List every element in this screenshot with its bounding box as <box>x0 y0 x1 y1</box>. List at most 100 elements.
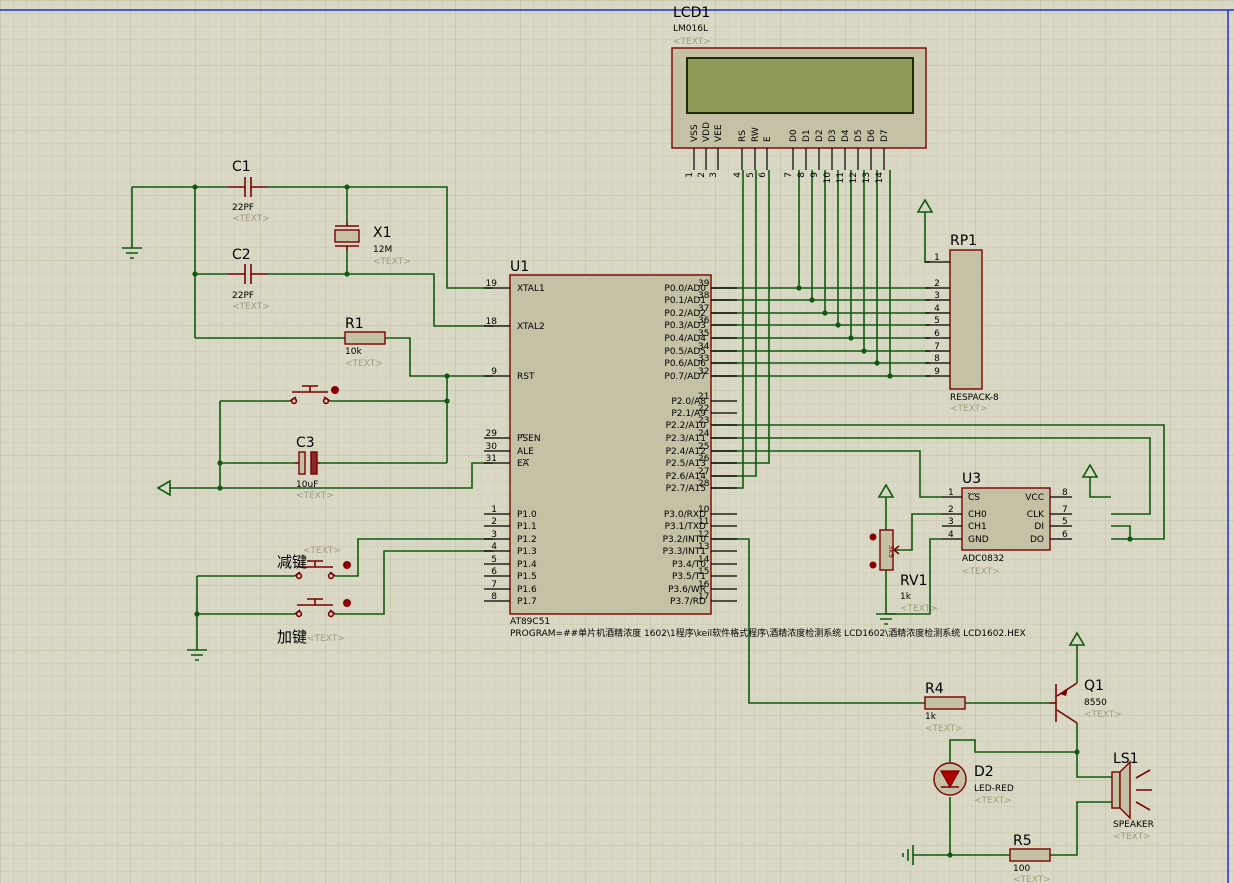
mcu-pin-number: 3 <box>491 530 497 540</box>
d2-value: LED-RED <box>974 784 1014 794</box>
mcu-pin-name: P1.0 <box>517 510 537 520</box>
lcd-pin-name: D1 <box>802 129 812 142</box>
c3-placeholder: <TEXT> <box>296 491 334 501</box>
q1-ref: Q1 <box>1084 678 1104 694</box>
lcd-pin-name: D3 <box>828 129 838 142</box>
mcu-pin-number: 12 <box>698 530 709 540</box>
c1-ref: C1 <box>232 159 251 175</box>
r5-value: 100 <box>1013 864 1030 874</box>
rv1-potentiometer[interactable] <box>869 529 900 571</box>
mcu-pin-name: P2.7/A15 <box>666 484 706 494</box>
adc-pin-number: 1 <box>948 488 954 498</box>
adc-pin-name: DO <box>1030 535 1044 545</box>
mcu-pin-name: P0.5/AD5 <box>664 347 706 357</box>
lcd-model: LM016L <box>673 24 708 34</box>
r5-resistor[interactable] <box>1009 848 1051 862</box>
mcu-pin-number: 21 <box>698 392 709 402</box>
x1-crystal[interactable] <box>334 222 360 250</box>
mcu-program: PROGRAM=##单片机酒精浓度 1602\1程序\keil软件格式程序\酒精… <box>510 627 1026 639</box>
adc-pin-number: 3 <box>948 517 954 527</box>
mcu-pin-number: 13 <box>698 542 709 552</box>
mcu-pin-name: P1.7 <box>517 597 537 607</box>
lcd-placeholder: <TEXT> <box>673 37 711 47</box>
mcu-pin-name: XTAL1 <box>517 284 545 294</box>
adc-pin-name: DI <box>1034 522 1044 532</box>
mcu-pin-name: P0.4/AD4 <box>664 334 706 344</box>
rp1-pin-number: 4 <box>934 304 940 314</box>
rp1-ref: RP1 <box>950 233 977 249</box>
lcd-component[interactable]: VSS1VDD2VEE3RS4RW5E6D07D18D29D310D411D51… <box>671 47 927 183</box>
mcu-pin-name: PSEN <box>517 434 541 444</box>
c1-value: 22PF <box>232 203 254 213</box>
mcu-pin-name: P0.6/AD6 <box>664 359 706 369</box>
rv1-ref: RV1 <box>900 573 927 589</box>
lcd-pin-name: D0 <box>789 129 799 142</box>
mcu-pin-name: P3.7/RD <box>670 597 706 607</box>
rp1-model: RESPACK-8 <box>950 393 999 403</box>
minus-button-label: 减键 <box>277 553 307 571</box>
mcu-pin-name: P3.2/INT0 <box>663 535 707 545</box>
adc-placeholder: <TEXT> <box>962 567 1000 577</box>
c3-capacitor[interactable] <box>295 451 320 475</box>
r4-resistor[interactable] <box>924 696 966 710</box>
lcd-pin-number: 5 <box>746 172 756 178</box>
reset-button[interactable] <box>289 385 339 405</box>
lcd-pin-name: D5 <box>854 129 864 142</box>
mcu-pin-number: 32 <box>698 367 709 377</box>
mcu-pin-number: 22 <box>698 404 709 414</box>
mcu-pin-name: P0.3/AD3 <box>664 321 706 331</box>
mcu-pin-number: 24 <box>698 429 710 439</box>
mcu-pin-number: 25 <box>698 442 709 452</box>
plus-button[interactable] <box>294 598 351 618</box>
adc-pin-name: CLK <box>1027 510 1045 520</box>
lcd-pin-name: D6 <box>867 129 877 142</box>
adc-pin-number: 6 <box>1062 530 1068 540</box>
mcu-pin-name: P0.2/AD2 <box>664 309 706 319</box>
adc-model: ADC0832 <box>962 554 1004 564</box>
mcu-pin-number: 8 <box>491 592 497 602</box>
lcd-pin-name: D2 <box>815 129 825 142</box>
mcu-pin-number: 10 <box>698 505 710 515</box>
c2-value: 22PF <box>232 291 254 301</box>
lcd-pin-number: 7 <box>784 172 794 178</box>
lcd-pin-number: 13 <box>862 172 872 183</box>
c1-capacitor[interactable] <box>228 177 268 197</box>
mcu-pin-number: 7 <box>491 580 497 590</box>
c2-capacitor[interactable] <box>228 264 268 284</box>
power-arrow-u3 <box>1081 463 1099 478</box>
rp1-pin-number: 3 <box>934 291 940 301</box>
rp1-placeholder: <TEXT> <box>950 404 988 414</box>
q1-transistor[interactable] <box>1050 682 1078 724</box>
rv1-wiper-value: 3k9 <box>887 545 895 558</box>
mcu-pin-number: 36 <box>698 316 710 326</box>
lcd-pin-number: 9 <box>810 172 820 178</box>
minus-button[interactable] <box>294 560 351 580</box>
lcd-pin-name: E <box>763 136 773 142</box>
mcu-pin-name: P2.2/A10 <box>666 421 707 431</box>
lcd-pin-name: D7 <box>880 129 890 142</box>
mcu-pin-number: 14 <box>698 555 710 565</box>
c1-placeholder: <TEXT> <box>232 214 270 224</box>
lcd-screen <box>686 57 914 114</box>
r1-resistor[interactable] <box>344 331 386 345</box>
ls1-speaker[interactable] <box>1111 760 1152 820</box>
mcu-pin-number: 19 <box>486 279 498 289</box>
ls1-placeholder: <TEXT> <box>1113 832 1151 842</box>
rp1-pin-number: 5 <box>934 316 940 326</box>
lcd-pin-number: 4 <box>733 172 743 178</box>
lcd-pin-name: VEE <box>714 124 724 142</box>
mcu-pin-name: P2.6/A14 <box>666 472 707 482</box>
plus-button-placeholder: <TEXT> <box>307 634 345 644</box>
mcu-pin-name: P3.5/T1 <box>672 572 706 582</box>
mcu-pin-number: 11 <box>698 517 709 527</box>
r1-value: 10k <box>345 347 362 357</box>
lcd-pin-number: 6 <box>758 172 768 178</box>
c3-value: 10uF <box>296 480 318 490</box>
d2-led[interactable] <box>933 762 967 796</box>
lcd-pin-number: 1 <box>685 172 695 178</box>
